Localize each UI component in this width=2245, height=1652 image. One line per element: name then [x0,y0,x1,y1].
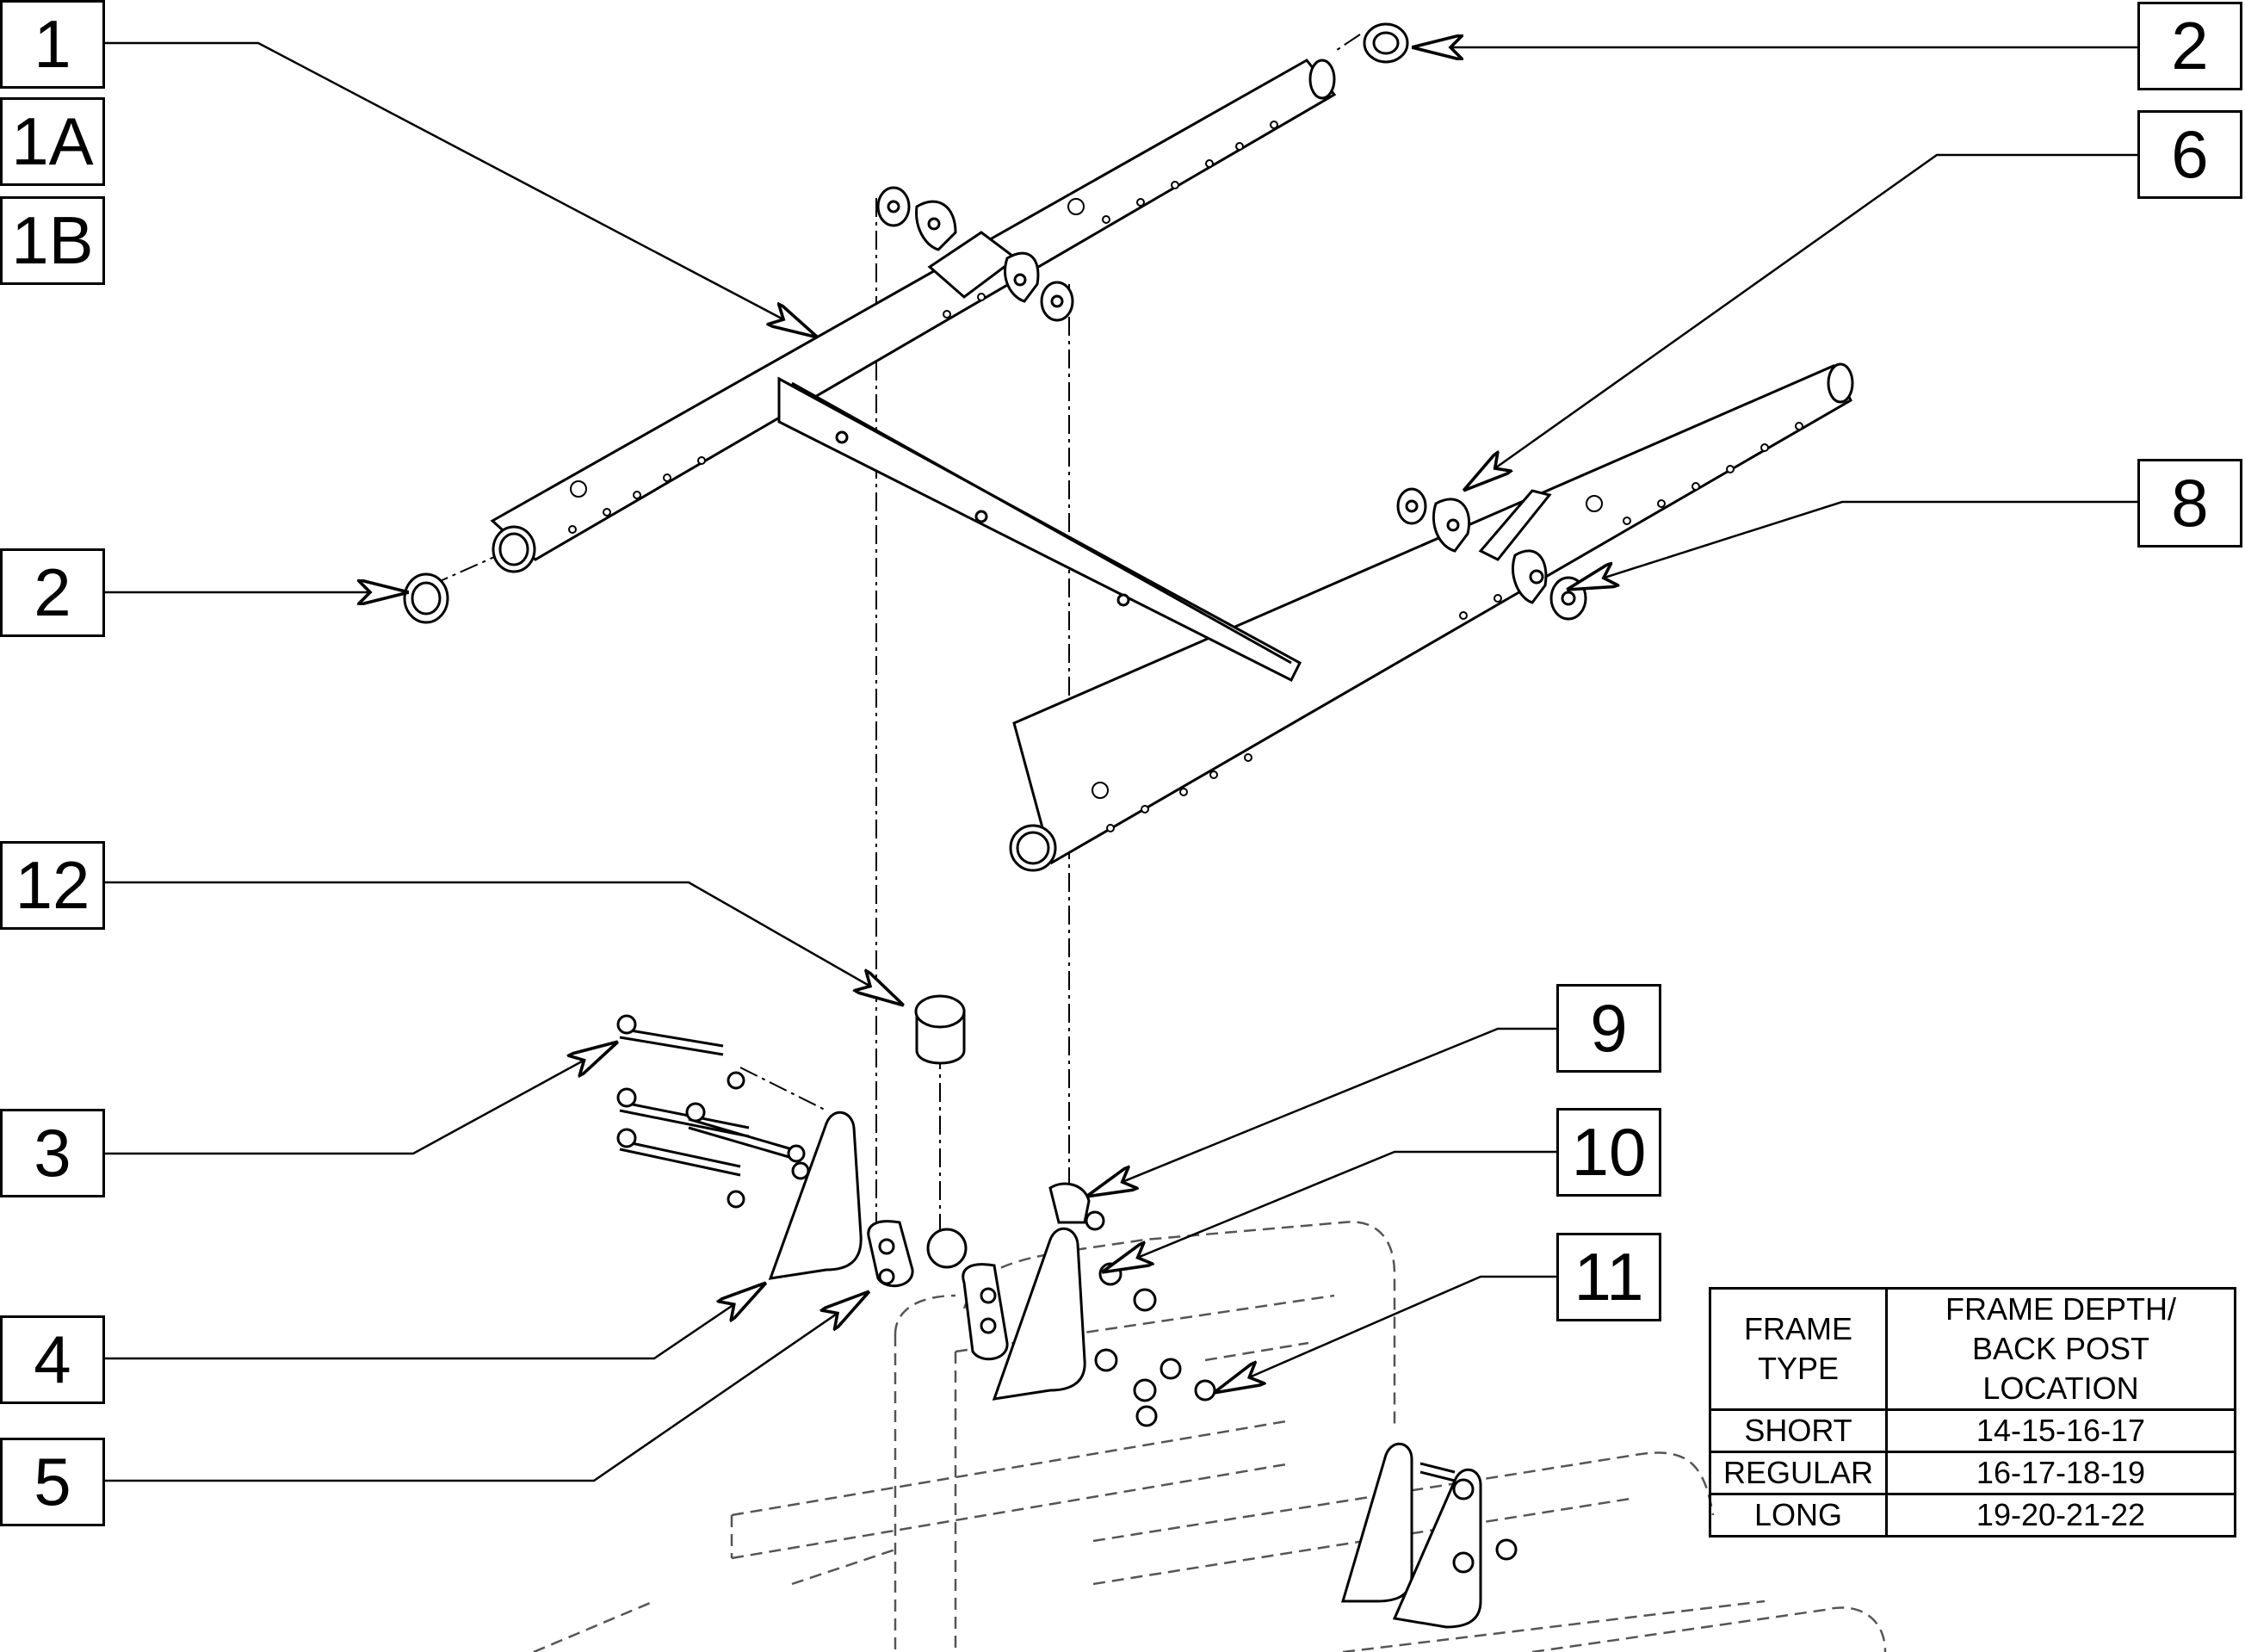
frame-type-cell: REGULAR [1709,1451,1888,1495]
mounting-brackets-and-bolts [619,1027,1482,1629]
frame-type-cell: LONG [1709,1493,1888,1538]
frame-type-cell: SHORT [1709,1408,1888,1453]
table-row: REGULAR 16-17-18-19 [1709,1451,2236,1495]
frame-depth-table: FRAME TYPE FRAME DEPTH/ BACK POST LOCATI… [1709,1287,2236,1538]
table-header-row: FRAME TYPE FRAME DEPTH/ BACK POST LOCATI… [1709,1287,2236,1411]
clamp-hardware [403,22,1587,1065]
tube-adjustment-holes [568,121,1803,832]
fasteners [616,1014,1518,1574]
callout-part-9: 9 [1556,984,1661,1073]
cross-brace-tube-assembly [490,59,1854,872]
callout-part-11: 11 [1556,1233,1661,1321]
callout-part-1: 1 [0,0,105,89]
callout-part-4: 4 [0,1315,105,1404]
back-post-location-cell: 14-15-16-17 [1885,1408,2236,1453]
wheelchair-frame-dashed [533,1221,1887,1652]
header-frame-type: FRAME TYPE [1709,1287,1888,1411]
callout-part-12: 12 [0,841,105,930]
table-row: SHORT 14-15-16-17 [1709,1408,2236,1453]
callout-part-2-right: 2 [2137,2,2242,90]
callout-part-8: 8 [2137,459,2242,548]
callout-part-3: 3 [0,1109,105,1197]
callout-part-5: 5 [0,1438,105,1526]
callout-leader-lines [103,43,2137,1482]
back-post-location-cell: 16-17-18-19 [1885,1451,2236,1495]
back-post-location-cell: 19-20-21-22 [1885,1493,2236,1538]
header-frame-depth: FRAME DEPTH/ BACK POST LOCATION [1885,1287,2236,1411]
callout-part-6: 6 [2137,110,2242,199]
callout-part-10: 10 [1556,1108,1661,1197]
callout-part-2-left: 2 [0,548,105,637]
callout-part-1a: 1A [0,97,105,186]
table-row: LONG 19-20-21-22 [1709,1493,2236,1538]
callout-part-1b: 1B [0,196,105,285]
